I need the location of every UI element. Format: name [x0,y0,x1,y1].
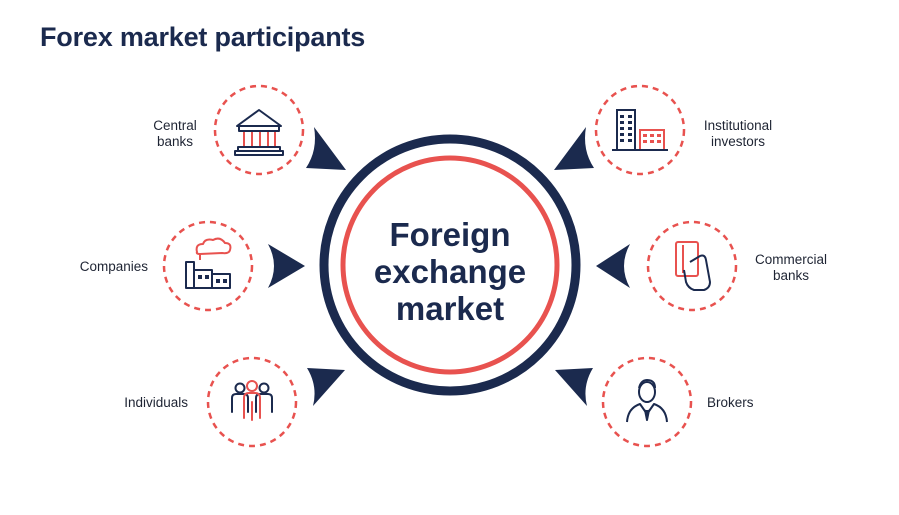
outer-ring [319,134,581,396]
circle-individuals [206,356,298,448]
center-label: Foreign exchange market [350,216,550,327]
circle-commercial-banks [646,220,738,312]
label-commercial-banks: Commercial banks [746,252,836,284]
office-buildings-icon [612,109,668,151]
circle-central-banks [213,84,305,176]
arrow-central-banks [306,127,346,170]
page-title: Forex market participants [40,22,366,52]
label-line: investors [710,134,766,149]
label-line: banks [156,134,194,149]
factory-icon [185,237,232,289]
circle-brokers [601,356,693,448]
label-line: Commercial [754,252,827,267]
center-line-2: exchange [373,253,527,290]
label-line: banks [772,268,810,283]
inner-ring [340,155,560,375]
arrow-companies [268,244,305,288]
arrow-institutional-investors [554,127,594,170]
card-in-hand-icon [675,241,711,291]
circle-institutional-investors [594,84,686,176]
arrow-individuals [307,368,345,406]
arrow-commercial-banks [596,244,630,288]
label-line: Companies [79,259,148,274]
label-central-banks: Central banks [146,118,204,150]
label-line: Institutional [703,118,773,133]
label-line: Central [153,118,197,133]
people-icon [231,380,273,421]
label-companies: Companies [60,259,148,275]
bank-building-icon [234,109,284,156]
arrow-brokers [555,368,593,406]
label-line: Brokers [707,395,754,410]
businessman-icon [626,379,668,423]
label-brokers: Brokers [707,395,787,411]
label-line: Individuals [124,395,188,410]
label-institutional-investors: Institutional investors [693,118,783,150]
circle-companies [162,220,254,312]
center-line-3: market [395,290,505,327]
center-line-1: Foreign [389,216,511,253]
label-individuals: Individuals [100,395,188,411]
